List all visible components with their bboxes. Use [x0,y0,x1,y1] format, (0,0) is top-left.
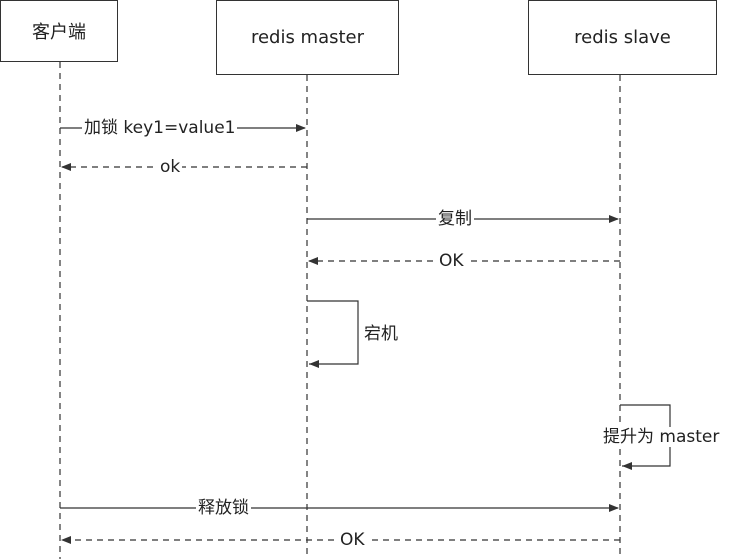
message-label: 加锁 key1=value1 [82,118,238,138]
arrowhead-icon [609,215,619,223]
message-label: ok [158,157,183,177]
message-label: 释放锁 [196,498,251,518]
participant-label: redis slave [574,27,671,48]
arrowhead-icon [296,124,306,132]
participant-label: 客户端 [32,22,86,43]
message-label: OK [338,530,367,550]
message-label: 提升为 master [601,427,722,447]
self-message-line [307,300,359,365]
message-label: OK [437,251,466,271]
message-label: 宕机 [364,324,398,344]
participant-label: redis master [250,27,365,48]
arrowhead-icon [308,257,318,265]
message-label: 复制 [436,209,474,229]
participant-redis-master: redis master [216,0,399,75]
participant-redis-slave: redis slave [528,0,717,75]
arrowhead-icon [61,536,71,544]
arrowhead-icon [309,360,319,368]
arrowhead-icon [61,163,71,171]
arrowhead-icon [622,462,632,470]
arrowhead-icon [609,504,619,512]
participant-client: 客户端 [0,0,118,62]
